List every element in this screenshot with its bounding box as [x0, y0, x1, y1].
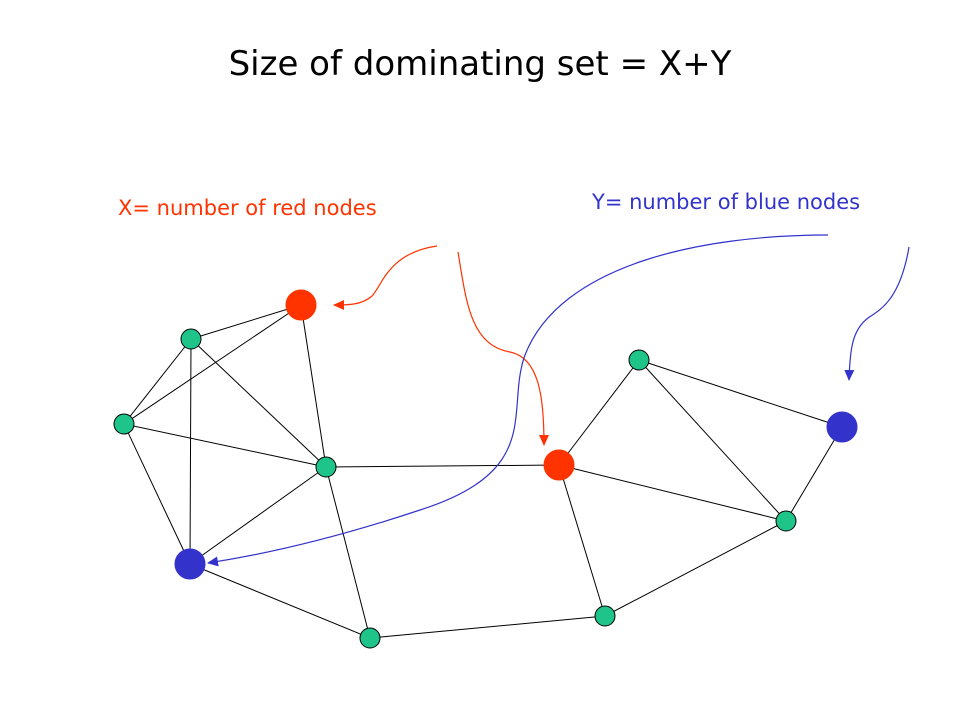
- red-arrow-to-top-node: [333, 245, 438, 310]
- edges-layer: [123, 304, 843, 639]
- edge-n-upper-left-n-left: [123, 338, 192, 425]
- edge-n-lower-left-blue-n-bottom: [189, 563, 371, 639]
- node-center-red: [543, 449, 575, 481]
- edge-n-center-red-n-right-lower: [558, 464, 787, 522]
- node-lower-left-blue: [174, 548, 206, 580]
- edge-n-center-n-bottom: [325, 466, 371, 639]
- node-bottom: [359, 627, 381, 649]
- nodes-layer: [113, 289, 858, 649]
- edge-n-right-lower-n-bottom-right: [604, 520, 787, 617]
- node-right-blue: [826, 411, 858, 443]
- blue-nodes-label: Y= number of blue nodes: [592, 190, 861, 214]
- edge-n-right-top-n-right-lower: [638, 359, 787, 522]
- node-upper-left: [180, 328, 202, 350]
- blue-arrow-to-left-node: [207, 234, 829, 567]
- edge-n-center-n-center-red: [325, 464, 560, 468]
- page-title: Size of dominating set = X+Y: [228, 44, 732, 84]
- edge-n-right-top-n-right-blue: [638, 359, 843, 428]
- edge-n-top-red-n-center: [300, 304, 327, 468]
- node-left: [113, 413, 135, 435]
- red-arrow-to-center-node: [457, 251, 549, 446]
- edge-n-bottom-n-bottom-right: [369, 615, 606, 639]
- node-center: [315, 456, 337, 478]
- edge-n-left-n-center: [123, 423, 327, 468]
- node-bottom-right: [594, 605, 616, 627]
- edge-n-center-red-n-bottom-right: [558, 464, 606, 617]
- edge-n-right-blue-n-right-lower: [785, 426, 843, 522]
- node-right-top: [628, 349, 650, 371]
- edge-n-center-red-n-right-top: [558, 359, 640, 466]
- edge-n-top-red-n-upper-left: [190, 304, 302, 340]
- node-top-red: [285, 289, 317, 321]
- blue-arrow-to-right-node: [844, 246, 910, 381]
- edge-n-center-n-lower-left-blue: [189, 466, 327, 565]
- edge-n-upper-left-n-center: [190, 338, 327, 468]
- edge-n-upper-left-n-lower-left-blue: [189, 338, 192, 565]
- red-nodes-label: X= number of red nodes: [118, 196, 377, 220]
- edge-n-left-n-lower-left-blue: [123, 423, 191, 565]
- arrows-layer: [207, 234, 910, 567]
- edge-n-top-red-n-left: [123, 304, 302, 425]
- node-right-lower: [775, 510, 797, 532]
